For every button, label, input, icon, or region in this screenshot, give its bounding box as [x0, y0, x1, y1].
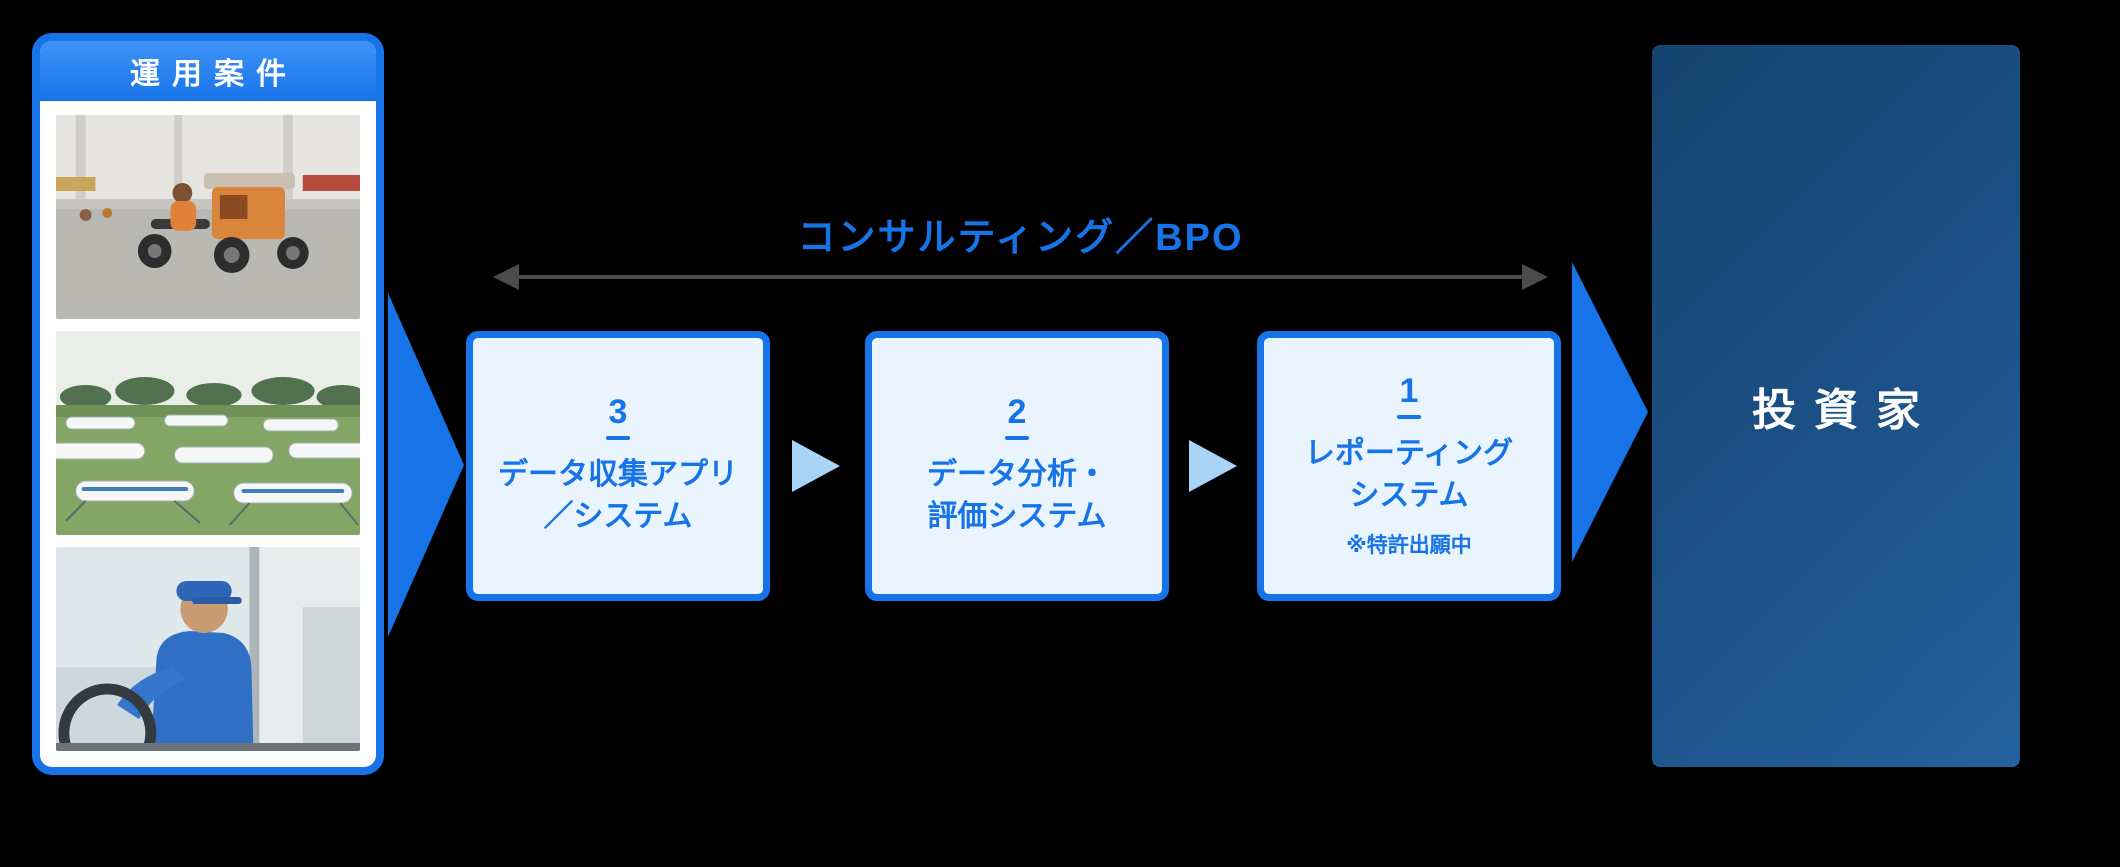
step-number: 2	[1007, 392, 1027, 431]
patent-pending-note: ※特許出願中	[1346, 533, 1472, 557]
operations-panel-header: 運用案件	[40, 41, 376, 101]
arrowhead-right-icon	[1522, 264, 1548, 290]
operations-photo-list	[40, 101, 376, 765]
flow-chevron-left	[388, 293, 464, 637]
operations-panel-title: 運用案件	[130, 58, 298, 91]
step-label-line2: システム	[1349, 478, 1469, 512]
delivery-driver-illustration	[56, 547, 360, 751]
step-arrow-1-icon	[792, 440, 840, 492]
investor-box: 投資家	[1652, 45, 2020, 767]
arrow-line	[519, 275, 1522, 279]
step-analysis-evaluation: 2 データ分析・ 評価システム	[865, 331, 1169, 601]
outrigger-boats-illustration	[56, 331, 360, 535]
investor-label: 投資家	[1752, 386, 1938, 435]
step-number: 3	[608, 392, 628, 431]
delivery-driver-photo	[56, 547, 360, 751]
step-reporting: 1 レポーティング システム ※特許出願中	[1257, 331, 1561, 601]
step-label-line2: ／システム	[543, 499, 693, 533]
flow-chevron-right	[1572, 262, 1648, 562]
step-label-line1: レポーティング	[1304, 436, 1514, 470]
step-arrow-2-icon	[1189, 440, 1237, 492]
step-number-underline	[1397, 414, 1421, 419]
step-label-line1: データ分析・	[927, 457, 1107, 491]
consulting-bpo-label: コンサルティング／BPO	[797, 217, 1244, 259]
tricycle-street-photo	[56, 115, 360, 319]
step-number: 1	[1399, 371, 1419, 410]
outrigger-boats-photo	[56, 331, 360, 535]
step-number-underline	[606, 435, 630, 440]
step-label-line2: 評価システム	[927, 499, 1107, 533]
operations-panel: 運用案件	[32, 33, 384, 775]
step-data-collection: 3 データ収集アプリ ／システム	[466, 331, 770, 601]
step-number-underline	[1005, 435, 1029, 440]
tricycle-street-illustration	[56, 115, 360, 319]
arrowhead-left-icon	[493, 264, 519, 290]
consulting-bidirectional-arrow	[493, 264, 1548, 290]
step-label-line1: データ収集アプリ	[498, 457, 738, 491]
